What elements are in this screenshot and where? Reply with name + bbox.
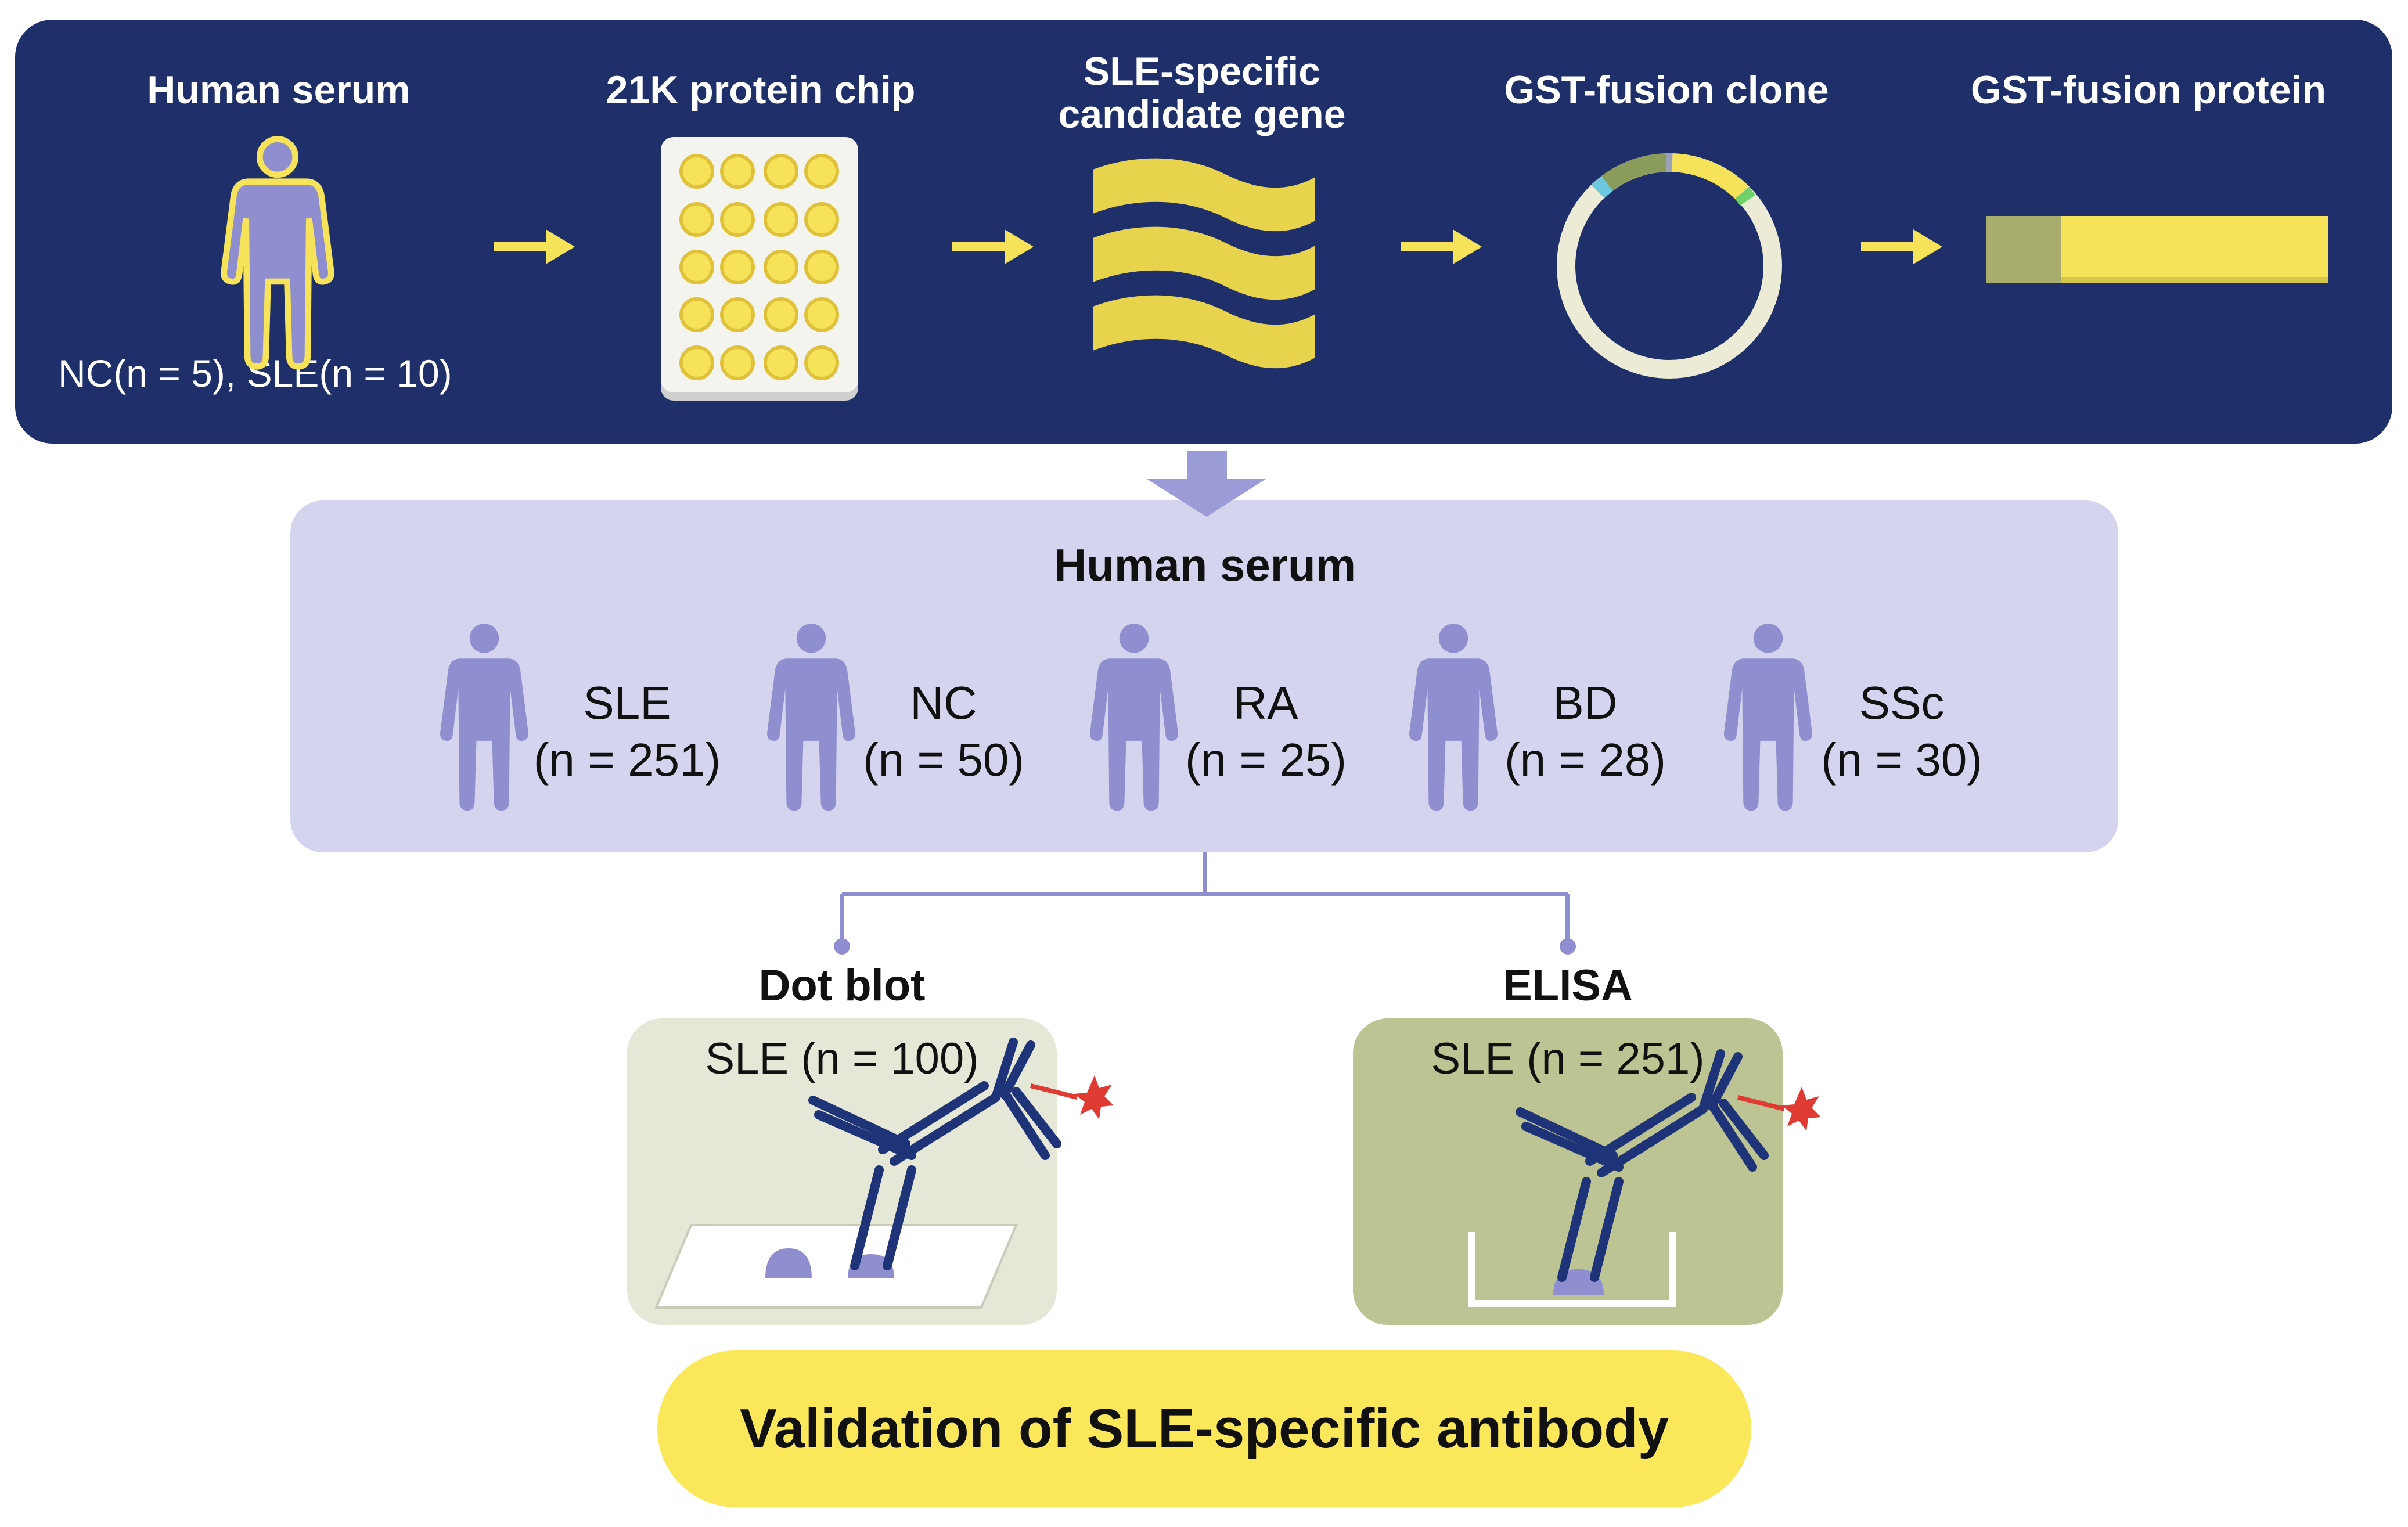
connector-lines	[840, 852, 1570, 943]
person-icon	[767, 624, 855, 811]
group-name: SLE	[583, 677, 671, 729]
person-icon	[1090, 624, 1178, 811]
step-title-human-serum: Human serum	[147, 68, 411, 112]
step-title-gst-clone: GST-fusion clone	[1504, 68, 1829, 112]
group-label-nc: NC (n = 50)	[830, 675, 1057, 788]
group-name: BD	[1553, 677, 1618, 729]
method-title-dot-blot: Dot blot	[758, 961, 926, 1010]
group-label-ra: RA (n = 25)	[1153, 675, 1379, 788]
cohort-title: Human serum	[1053, 539, 1356, 590]
person-icon	[1724, 624, 1812, 811]
group-count: (n = 50)	[863, 734, 1024, 786]
connector-dot	[834, 938, 850, 955]
group-name: SSc	[1859, 677, 1945, 729]
group-name: NC	[910, 677, 977, 729]
arrow-right-icon	[1861, 229, 1942, 264]
group-name: RA	[1233, 677, 1298, 729]
conclusion-text: Validation of SLE-specific antibody	[739, 1398, 1669, 1460]
dot-blot-sample: SLE (n = 100)	[705, 1034, 979, 1083]
group-count: (n = 25)	[1185, 734, 1347, 786]
cohort-panel	[290, 500, 2118, 852]
group-label-sle: SLE (n = 251)	[511, 675, 743, 788]
group-label-bd: BD (n = 28)	[1472, 675, 1698, 788]
down-arrow-icon	[1147, 451, 1266, 517]
connector-dot	[1560, 938, 1576, 955]
arrow-right-icon	[494, 229, 575, 264]
plasmid-ring-icon	[1557, 153, 1782, 379]
method-title-elisa: ELISA	[1503, 961, 1633, 1010]
person-icon	[224, 139, 332, 367]
fusion-protein-bar-icon	[1986, 216, 2328, 283]
arrow-right-icon	[952, 229, 1034, 264]
elisa-well	[1468, 1232, 1676, 1307]
membrane-sheet	[654, 1224, 1018, 1309]
step-title-candidate-gene: SLE-specific candidate gene	[1058, 49, 1346, 136]
conclusion-pill: Validation of SLE-specific antibody	[657, 1350, 1751, 1507]
group-count: (n = 251)	[533, 734, 721, 786]
person-icon	[440, 624, 528, 811]
elisa-sample: SLE (n = 251)	[1431, 1034, 1705, 1083]
arrow-right-icon	[1401, 229, 1482, 264]
gene-ribbon-icon	[1093, 158, 1315, 369]
group-label-ssc: SSc (n = 30)	[1788, 675, 2015, 788]
step-title-gst-protein: GST-fusion protein	[1971, 68, 2326, 112]
group-count: (n = 28)	[1504, 734, 1666, 786]
group-count: (n = 30)	[1821, 734, 1982, 786]
step-title-protein-chip: 21K protein chip	[606, 68, 916, 112]
protein-chip-icon	[661, 137, 858, 401]
person-icon	[1409, 624, 1498, 811]
